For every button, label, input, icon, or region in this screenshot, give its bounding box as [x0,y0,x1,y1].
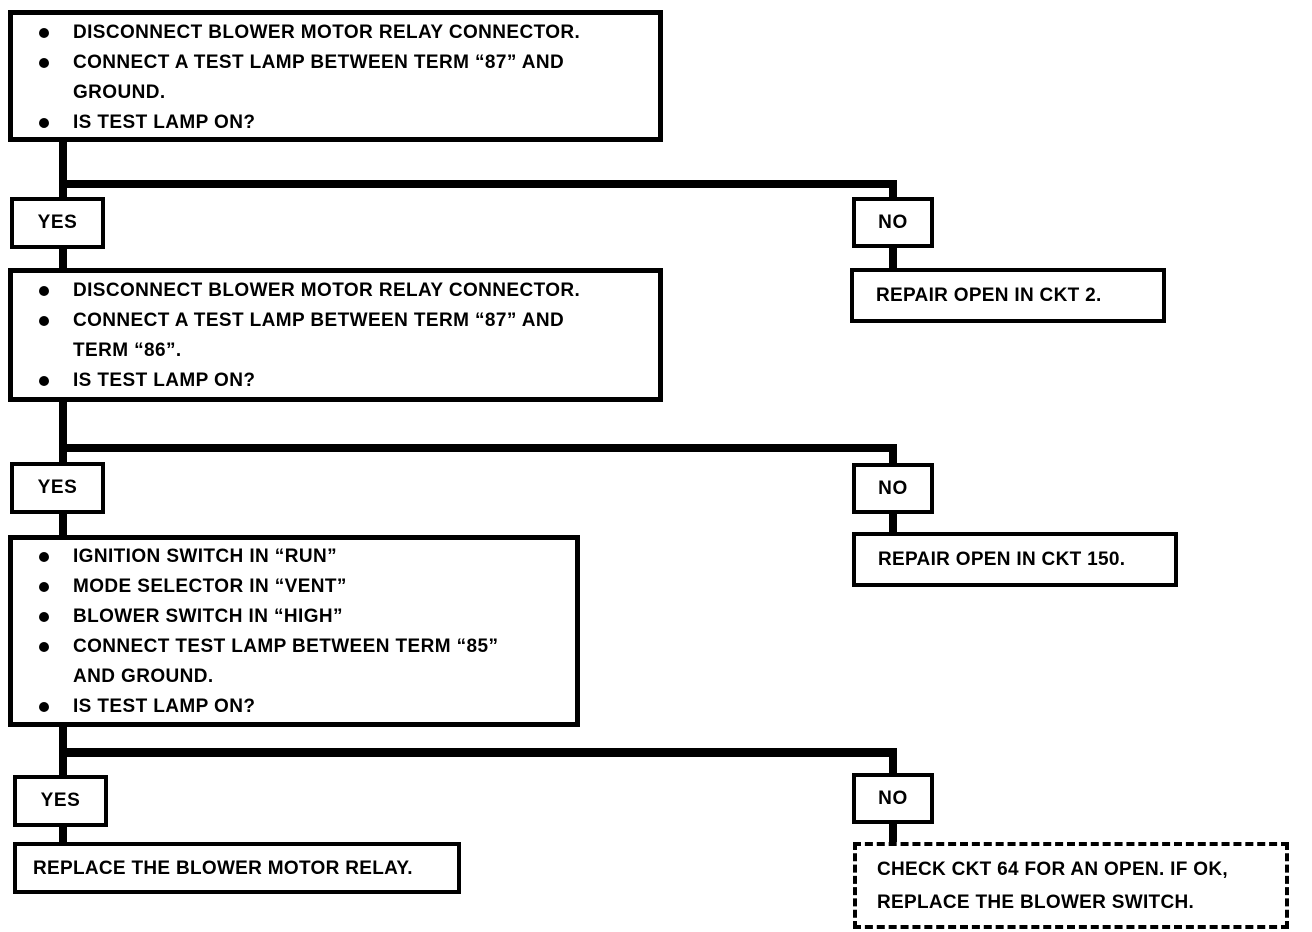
outcome-replace-blower-motor-relay: REPLACE THE BLOWER MOTOR RELAY. [13,842,461,894]
yes-label-box-3: YES [13,775,108,827]
connector-step1-down [59,142,67,198]
checklist-item-text: CONNECT A TEST LAMP BETWEEN TERM “87” AN… [73,52,565,103]
checklist-item: CONNECT A TEST LAMP BETWEEN TERM “87” AN… [13,306,658,366]
checklist-item: DISCONNECT BLOWER MOTOR RELAY CONNECTOR. [13,18,658,48]
connector-yes2-down [59,512,67,535]
checklist-item-text: DISCONNECT BLOWER MOTOR RELAY CONNECTOR. [73,22,581,43]
checklist-item: CONNECT A TEST LAMP BETWEEN TERM “87” AN… [13,48,658,108]
connector-branch3-horizontal [59,748,897,757]
checklist-item-text: MODE SELECTOR IN “VENT” [73,576,347,597]
bullet-icon [39,316,49,326]
checklist-item: IGNITION SWITCH IN “RUN” [13,542,575,572]
connector-branch2-horizontal [59,444,897,452]
checklist-item: BLOWER SWITCH IN “HIGH” [13,602,575,632]
connector-no2-down [889,512,897,532]
bullet-icon [39,582,49,592]
bullet-icon [39,702,49,712]
no-label-box-1: NO [852,197,934,248]
checklist-item: IS TEST LAMP ON? [13,108,658,138]
no-label-box-2: NO [852,463,934,514]
checklist-item-text: IS TEST LAMP ON? [73,370,256,391]
connector-no1-down [889,246,897,268]
step-1-box: DISCONNECT BLOWER MOTOR RELAY CONNECTOR.… [8,10,663,142]
connector-yes3-down [59,825,67,843]
checklist-item-text: DISCONNECT BLOWER MOTOR RELAY CONNECTOR. [73,280,581,301]
connector-no3-down [889,822,897,843]
checklist-item-text: IGNITION SWITCH IN “RUN” [73,546,337,567]
connector-step2-down [59,402,67,463]
bullet-icon [39,642,49,652]
bullet-icon [39,552,49,562]
checklist-item: IS TEST LAMP ON? [13,366,658,396]
bullet-icon [39,286,49,296]
checklist-item-text: CONNECT TEST LAMP BETWEEN TERM “85” AND … [73,636,499,687]
bullet-icon [39,58,49,68]
checklist-item: IS TEST LAMP ON? [13,692,575,722]
bullet-icon [39,28,49,38]
no-label-box-3: NO [852,773,934,824]
outcome-repair-ckt-2: REPAIR OPEN IN CKT 2. [850,268,1166,323]
connector-branch3-no-stub [889,757,897,774]
connector-branch1-horizontal [59,180,897,188]
checklist-item-text: BLOWER SWITCH IN “HIGH” [73,606,343,627]
bullet-icon [39,118,49,128]
bullet-icon [39,376,49,386]
outcome-check-ckt-64: CHECK CKT 64 FOR AN OPEN. IF OK, REPLACE… [853,842,1289,929]
connector-branch2-no-stub [889,452,897,464]
connector-yes1-down [59,247,67,268]
checklist-item: MODE SELECTOR IN “VENT” [13,572,575,602]
step-2-box: DISCONNECT BLOWER MOTOR RELAY CONNECTOR.… [8,268,663,402]
yes-label-box-2: YES [10,462,105,514]
step-3-box: IGNITION SWITCH IN “RUN” MODE SELECTOR I… [8,535,580,727]
checklist-item: DISCONNECT BLOWER MOTOR RELAY CONNECTOR. [13,276,658,306]
checklist-item-text: CONNECT A TEST LAMP BETWEEN TERM “87” AN… [73,310,565,361]
outcome-repair-ckt-150: REPAIR OPEN IN CKT 150. [852,532,1178,587]
checklist-item: CONNECT TEST LAMP BETWEEN TERM “85” AND … [13,632,575,692]
yes-label-box-1: YES [10,197,105,249]
connector-branch1-no-stub [889,188,897,198]
checklist-item-text: IS TEST LAMP ON? [73,696,256,717]
checklist-item-text: IS TEST LAMP ON? [73,112,256,133]
bullet-icon [39,612,49,622]
